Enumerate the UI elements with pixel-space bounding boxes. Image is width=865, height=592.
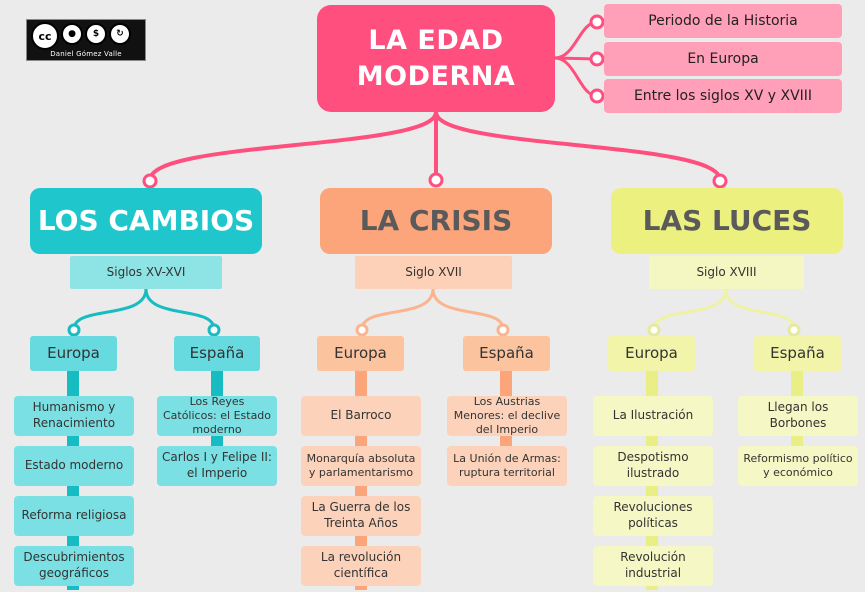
branch-las-luces: LAS LUCES <box>611 188 843 254</box>
region-crisis-espana: España <box>463 336 550 371</box>
root-title-line1: LA EDAD <box>368 25 504 57</box>
license-author: Daniel Gómez Valle <box>50 50 122 58</box>
root-title-line2: MODERNA <box>356 60 516 92</box>
leaf-carlos-felipe: Carlos I y Felipe II: el Imperio <box>157 446 277 486</box>
nc-icon: $ <box>85 23 107 45</box>
root-node: LA EDAD MODERNA <box>317 5 555 112</box>
region-cambios-espana: España <box>174 336 260 371</box>
leaf-union-de-armas: La Unión de Armas: ruptura territorial <box>447 446 567 486</box>
leaf-reyes-catolicos: Los Reyes Católicos: el Estado moderno <box>157 395 277 436</box>
branch-los-cambios: LOS CAMBIOS <box>30 188 262 254</box>
leaf-barroco: El Barroco <box>301 396 421 436</box>
period-crisis: Siglo XVII <box>355 256 512 289</box>
leaf-descubrimientos: Descubrimientos geográficos <box>14 546 134 586</box>
leaf-revolucion-cientifica: La revolución científica <box>301 546 421 586</box>
period-luces: Siglo XVIII <box>649 256 804 289</box>
license-badge: cc ● $ ↻ Daniel Gómez Valle <box>26 19 146 61</box>
leaf-ilustracion: La Ilustración <box>593 396 713 436</box>
leaf-reforma-religiosa: Reforma religiosa <box>14 496 134 536</box>
leaf-revolucion-industrial: Revolución industrial <box>593 546 713 586</box>
leaf-humanismo: Humanismo y Renacimiento <box>14 396 134 436</box>
root-info-europa: En Europa <box>604 42 842 76</box>
by-icon: ● <box>61 23 83 45</box>
leaf-austrias-menores: Los Austrias Menores: el declive del Imp… <box>447 395 567 436</box>
leaf-llegan-borbones: Llegan los Borbones <box>738 396 858 436</box>
root-info-periodo: Periodo de la Historia <box>604 4 842 38</box>
leaf-estado-moderno: Estado moderno <box>14 446 134 486</box>
region-luces-europa: Europa <box>608 336 695 371</box>
leaf-reformismo: Reformismo político y económico <box>738 446 858 486</box>
leaf-revoluciones-politicas: Revoluciones políticas <box>593 496 713 536</box>
period-cambios: Siglos XV-XVI <box>70 256 222 289</box>
leaf-despotismo-ilustrado: Despotismo ilustrado <box>593 446 713 486</box>
region-cambios-europa: Europa <box>30 336 117 371</box>
branch-la-crisis: LA CRISIS <box>320 188 552 254</box>
cc-icon: cc <box>31 22 59 50</box>
region-crisis-europa: Europa <box>317 336 404 371</box>
region-luces-espana: España <box>754 336 841 371</box>
sa-icon: ↻ <box>109 23 131 45</box>
leaf-guerra-treinta-anos: La Guerra de los Treinta Años <box>301 496 421 536</box>
leaf-monarquia-absoluta: Monarquía absoluta y parlamentarismo <box>301 446 421 486</box>
root-info-siglos: Entre los siglos XV y XVIII <box>604 79 842 113</box>
